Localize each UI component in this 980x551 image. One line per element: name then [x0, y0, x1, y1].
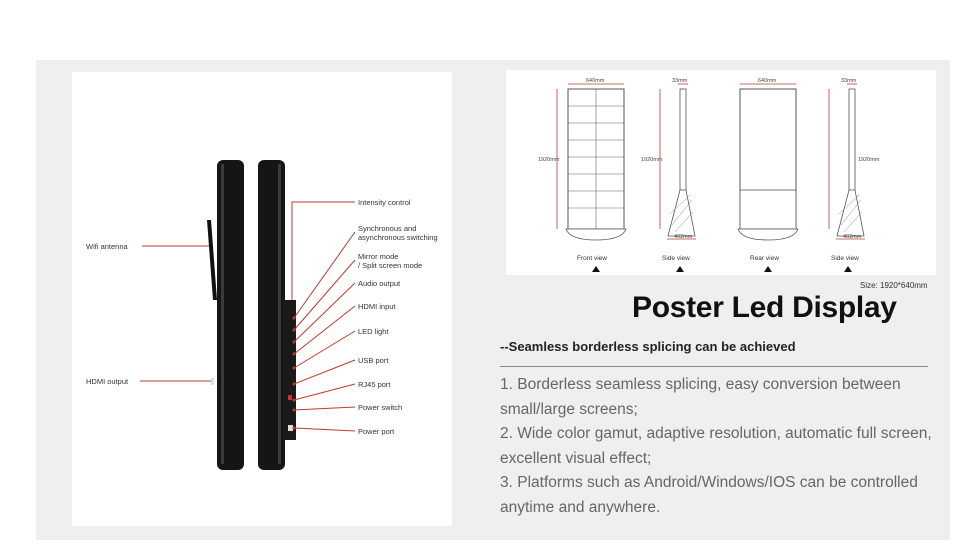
callout-intensity — [291, 201, 355, 300]
label-sync-switching: Synchronous and asynchronous switching — [358, 224, 438, 242]
front-view-drawing — [556, 83, 627, 241]
label-usb-port: USB port — [358, 356, 389, 365]
size-note: Size: 1920*640mm — [860, 281, 928, 290]
label-intensity-control: Intensity control — [358, 198, 411, 207]
divider-line — [500, 366, 928, 367]
dim-front-height: 1920mm — [538, 157, 560, 163]
dim-rear-width: 640mm — [758, 78, 777, 84]
callout-hdmi-in — [293, 305, 356, 355]
dim-side2-base: 402mm — [843, 234, 862, 240]
callout-audio — [293, 282, 356, 343]
callout-led — [293, 330, 356, 369]
feature-item-1: 1. Borderless seamless splicing, easy co… — [500, 376, 901, 418]
label-power-port: Power port — [358, 427, 395, 436]
rear-view-drawing — [737, 83, 799, 241]
callout-power-port — [293, 427, 356, 432]
side-view-drawing-1 — [659, 83, 696, 240]
label-audio-output: Audio output — [358, 279, 401, 288]
dim-side1-base: 402mm — [674, 234, 693, 240]
label-hdmi-output: HDMI output — [86, 377, 129, 386]
dim-side1-depth: 33mm — [672, 78, 688, 84]
label-power-switch: Power switch — [358, 403, 403, 412]
label-led-light: LED light — [358, 327, 389, 336]
dim-front-width: 640mm — [586, 78, 605, 84]
label-wifi-antenna: Wifi antenna — [86, 242, 128, 251]
port-panel-shape — [283, 300, 296, 440]
callout-power-switch — [293, 406, 356, 411]
dim-side1-height: 1920mm — [641, 157, 663, 163]
product-subtitle: --Seamless borderless splicing can be ac… — [500, 339, 796, 354]
view-label-side-2: Side view — [831, 255, 859, 262]
dim-side2-depth: 33mm — [841, 78, 857, 84]
view-label-front: Front view — [577, 255, 607, 262]
feature-item-3: 3. Platforms such as Android/Windows/IOS… — [500, 474, 918, 516]
wifi-antenna-shape — [207, 220, 217, 300]
label-hdmi-input: HDMI input — [358, 302, 396, 311]
view-label-rear: Rear view — [750, 255, 779, 262]
callout-usb — [293, 359, 356, 385]
feature-item-2: 2. Wide color gamut, adaptive resolution… — [500, 425, 932, 467]
callout-sync — [293, 231, 356, 319]
label-rj45-port: RJ45 port — [358, 380, 391, 389]
product-title: Poster Led Display — [632, 291, 897, 324]
label-mirror-mode: Mirror mode / Split screen mode — [358, 252, 423, 270]
feature-list: 1. Borderless seamless splicing, easy co… — [500, 373, 940, 520]
view-label-side-1: Side view — [662, 255, 690, 262]
callout-mirror — [293, 259, 356, 331]
callout-rj45 — [293, 383, 356, 401]
dim-side2-height: 1920mm — [858, 157, 880, 163]
side-view-drawing-2 — [828, 83, 865, 240]
